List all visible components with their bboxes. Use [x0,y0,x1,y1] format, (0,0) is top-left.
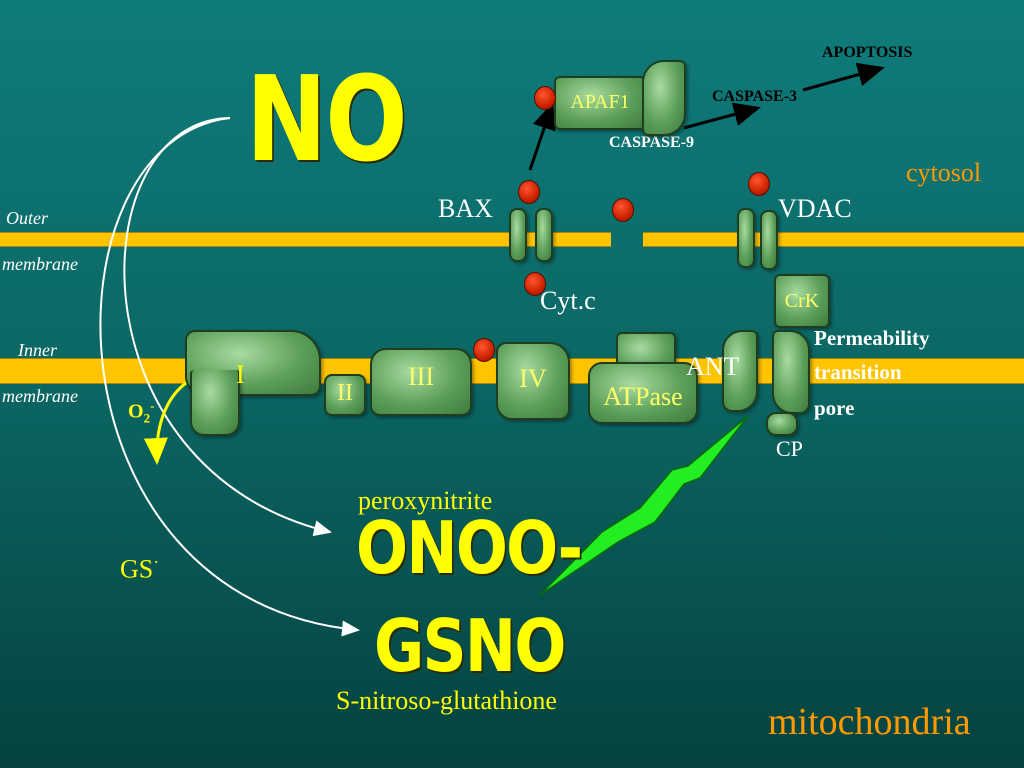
complex-iv-protein: IV [496,342,570,420]
apoptosis-label: APOPTOSIS [822,44,913,61]
ptp-lightning-arrow [539,415,749,596]
apaf1-protein: APAF1 [554,76,646,130]
outer-membrane-label: membrane [2,254,78,274]
superoxide-sup: - [150,398,155,413]
cytosol-label: cytosol [906,158,982,187]
permeability-label: Permeability [814,326,930,350]
caspase9-protein [642,60,686,136]
complex-i-arm [190,370,240,436]
outer-label: Outer [6,208,48,228]
gsno-title: GSNO [374,604,566,688]
onoo-title: ONOO- [356,506,583,590]
caspase3-to-apoptosis-arrow [802,62,885,92]
pore-label: pore [814,396,855,420]
transition-label: transition [814,360,902,384]
gs-radical-label: GS· [120,552,159,585]
no-to-onoo-arrow [123,117,332,537]
bax-dot [518,180,540,204]
superoxide-sub: 2 [143,410,151,426]
peroxynitrite-label: peroxynitrite [358,486,493,515]
complex-iv-dot [473,338,495,362]
gs-base: GS [120,554,154,584]
apaf1-dot [534,86,556,110]
inner-label: Inner [18,340,57,360]
crk-protein: CrK [774,274,830,328]
inner-membrane-label: membrane [2,386,78,406]
cp-label: CP [776,436,803,461]
complex-iii-label: III [408,362,434,391]
mitochondria-label: mitochondria [768,701,971,743]
caspase3-label: CASPASE-3 [712,88,798,105]
atpase-protein: ATPase [588,362,698,424]
cp-protein [766,412,798,436]
complex-ii-protein: II [324,374,366,416]
superoxide-label: O2- [128,398,154,427]
no-title: NO [246,50,408,188]
apaf1-label: APAF1 [570,91,630,113]
no-to-gsno-arrow [99,117,360,637]
bax-channel-left [509,208,527,262]
complex-iv-label: IV [519,364,547,393]
vdac-label: VDAC [778,194,852,223]
vdac-dot [748,172,770,196]
complex-ii-label: II [337,380,353,406]
superoxide-base: O [128,400,144,423]
vdac-channel-right [760,210,778,270]
vdac-channel-left [737,208,755,268]
complex-i-label: I [236,360,245,389]
caspase9-to-caspase3-arrow [683,102,761,130]
caspase9-label: CASPASE-9 [609,134,695,151]
crk-label: CrK [784,290,820,312]
cytc-label: Cyt.c [540,286,596,315]
membrane-gap-dot [612,198,634,222]
bax-label: BAX [438,194,493,223]
complex-iii-protein: III [370,348,472,416]
s-nitroso-glutathione-label: S-nitroso-glutathione [336,686,557,715]
ant-protein [722,330,758,412]
atpase-label: ATPase [603,382,683,411]
bax-channel-right [535,208,553,262]
gs-sup: · [153,552,160,572]
ant-partner-protein [772,330,810,414]
cytc-dot [524,272,546,296]
bax-to-apaf1-arrow [528,102,556,171]
ant-label: ANT [686,352,740,381]
outer-membrane [0,232,611,247]
